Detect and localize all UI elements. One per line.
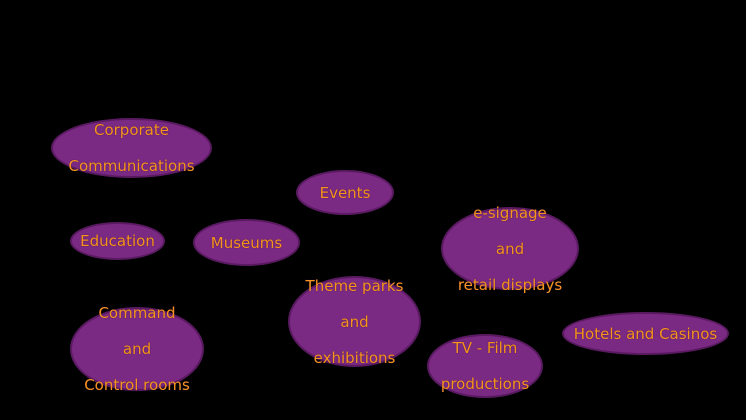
bubble-label: Command and Control rooms — [84, 286, 190, 412]
bubble-label: Theme parks and exhibitions — [306, 259, 404, 385]
bubble-label: Museums — [211, 216, 282, 270]
bubble-label-line: and — [340, 312, 369, 331]
bubble-label-line: Corporate — [93, 121, 169, 139]
bubble-label-line: productions — [440, 375, 530, 393]
bubble-events: Events — [296, 170, 394, 215]
bubble-label: Events — [320, 166, 371, 220]
bubble-label-line: and — [122, 340, 152, 358]
bubble-label-line: Events — [319, 183, 371, 202]
bubble-label: Education — [80, 214, 155, 268]
bubble-label-line: and — [495, 239, 525, 258]
bubble-command-control-rooms: Command and Control rooms — [70, 304, 204, 394]
bubble-label-line: Theme parks — [305, 276, 404, 295]
bubble-label-line: exhibitions — [313, 348, 396, 367]
bubble-label-line: Communications — [68, 157, 195, 175]
bubble-education: Education — [70, 222, 165, 260]
bubble-label-line: retail displays — [457, 275, 563, 294]
bubble-hotels-casinos: Hotels and Casinos — [562, 312, 729, 355]
bubble-label: e-signage and retail displays — [458, 186, 562, 312]
bubble-label-line: TV - Film — [452, 339, 518, 357]
bubble-e-signage-retail-displays: e-signage and retail displays — [441, 204, 579, 294]
bubble-label: TV - Film productions — [441, 321, 529, 411]
bubble-label-line: Museums — [210, 233, 283, 252]
bubble-label: Corporate Communications — [68, 103, 194, 193]
bubble-label: Hotels and Casinos — [574, 307, 717, 361]
bubble-tv-film-productions: TV - Film productions — [427, 334, 543, 398]
bubble-label-line: Command — [98, 304, 176, 322]
bubble-label-line: Education — [80, 232, 155, 250]
bubble-label-line: Hotels and Casinos — [573, 324, 718, 343]
bubble-museums: Museums — [193, 219, 300, 266]
bubble-corporate-communications: Corporate Communications — [51, 118, 212, 178]
bubble-label-line: Control rooms — [84, 376, 190, 394]
bubble-theme-parks-exhibitions: Theme parks and exhibitions — [288, 276, 421, 367]
bubble-label-line: e-signage — [473, 203, 547, 222]
